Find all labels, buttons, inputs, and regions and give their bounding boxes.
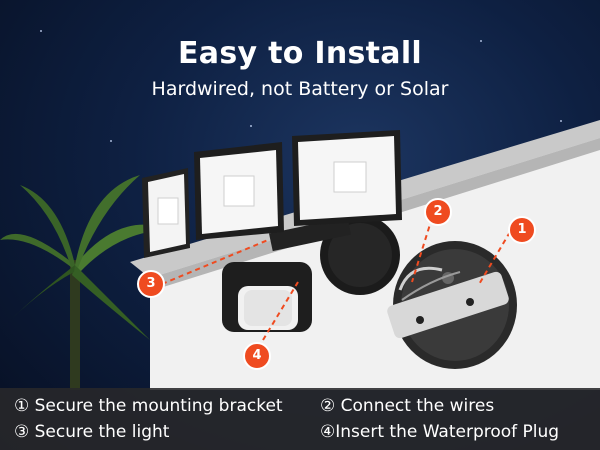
right-light-head <box>292 130 402 226</box>
leader-line-3 <box>161 239 269 285</box>
callout-badge-2: 2 <box>424 198 452 226</box>
junction-box <box>387 241 517 369</box>
star <box>250 125 252 127</box>
callout-badge-3: 3 <box>137 270 165 298</box>
star <box>560 120 562 122</box>
step-2-label: ② Connect the wires <box>320 396 495 416</box>
callout-badge-4: 4 <box>243 342 271 370</box>
left-light-head <box>142 168 190 258</box>
callout-badge-1: 1 <box>508 216 536 244</box>
leader-line-4 <box>262 281 299 341</box>
steps-caption-bar: ① Secure the mounting bracket ② Connect … <box>0 388 600 450</box>
star <box>480 40 482 42</box>
mounting-plate-ring <box>328 223 392 287</box>
motion-sensor <box>222 262 312 332</box>
subheadline: Hardwired, not Battery or Solar <box>151 78 449 100</box>
wire <box>401 271 461 301</box>
step-3-label: ③ Secure the light <box>14 422 170 442</box>
leader-line-2 <box>411 217 433 283</box>
leader-line-1 <box>477 231 511 287</box>
star <box>110 140 112 142</box>
star <box>40 30 42 32</box>
center-light-head <box>194 142 284 240</box>
step-4-label: ④Insert the Waterproof Plug <box>320 422 560 442</box>
step-1-label: ① Secure the mounting bracket <box>14 396 283 416</box>
headline: Easy to Install <box>177 36 423 71</box>
light-arm <box>269 216 351 252</box>
